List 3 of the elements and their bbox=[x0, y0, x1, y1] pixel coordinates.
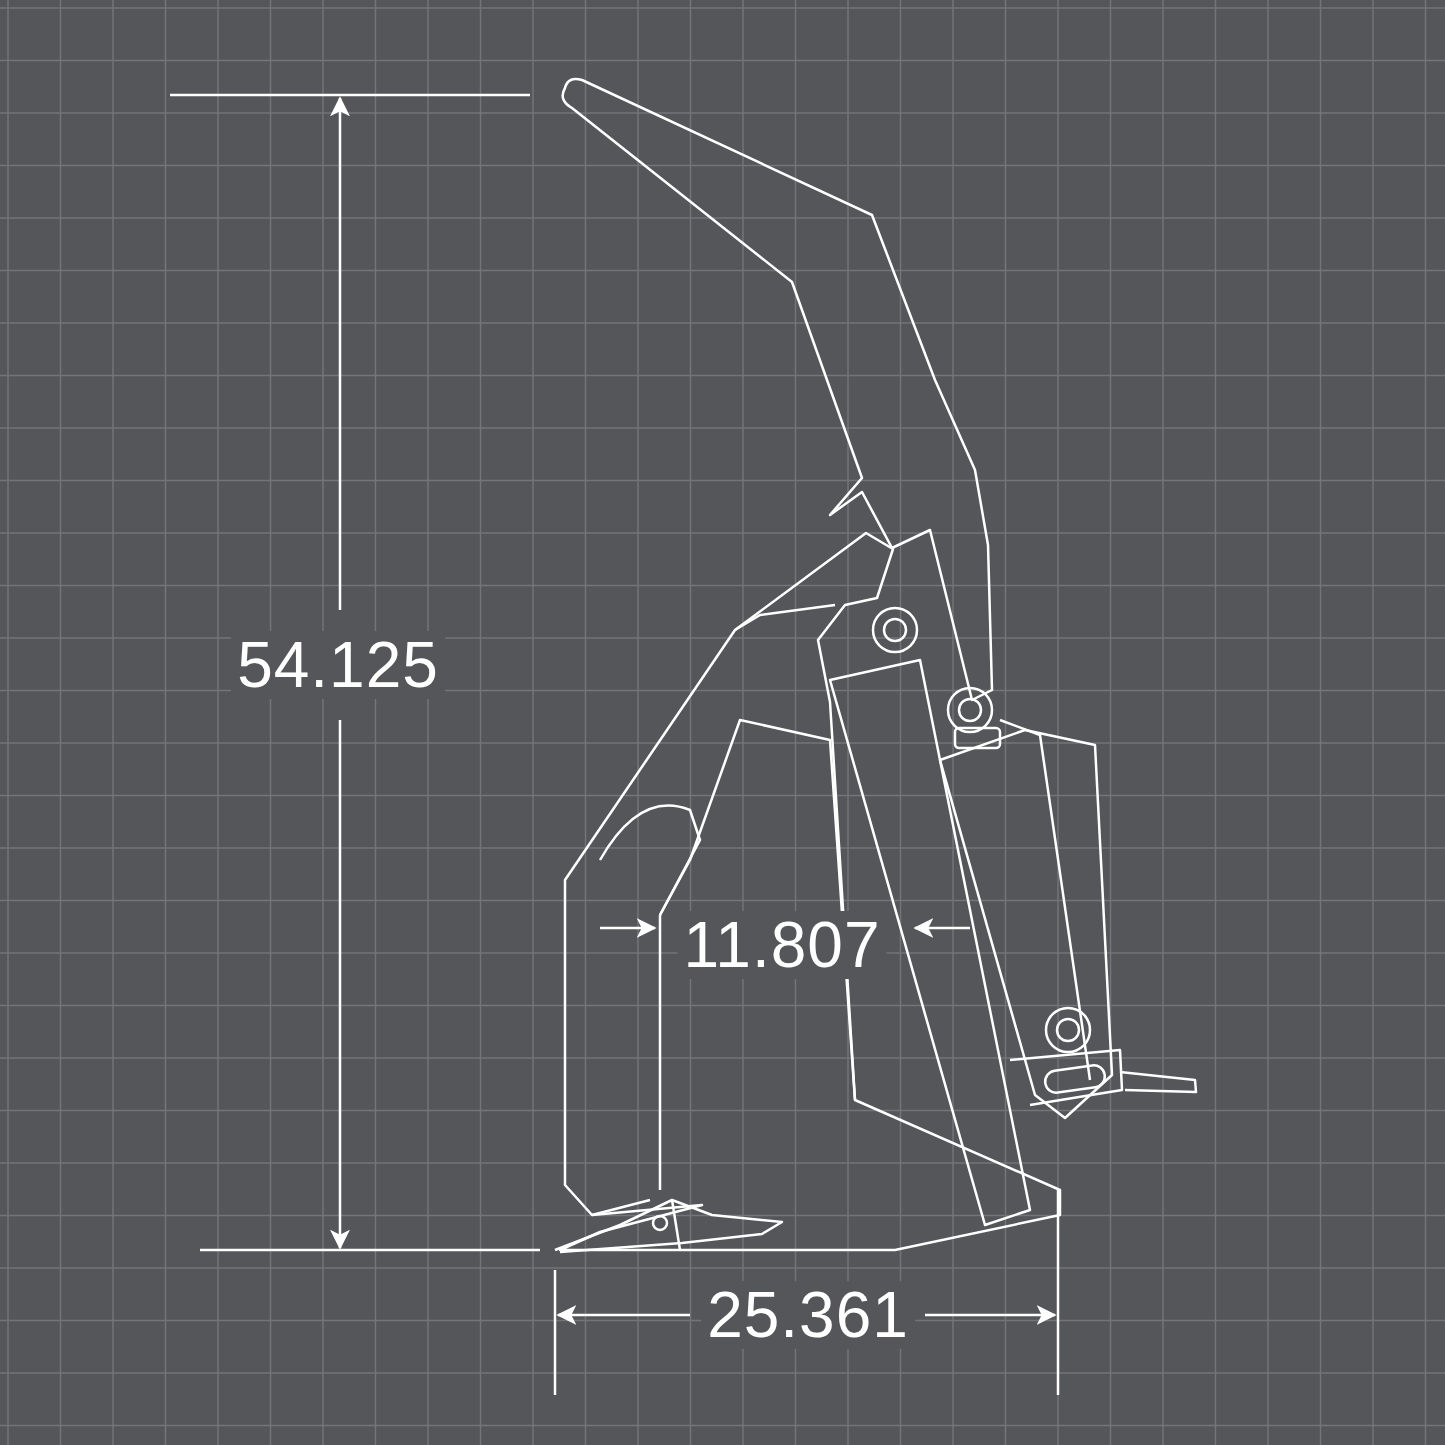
dimension-label: 11.807 bbox=[677, 911, 887, 979]
dimension-label: 25.361 bbox=[701, 1281, 915, 1349]
dimension-label: 54.125 bbox=[231, 631, 445, 699]
